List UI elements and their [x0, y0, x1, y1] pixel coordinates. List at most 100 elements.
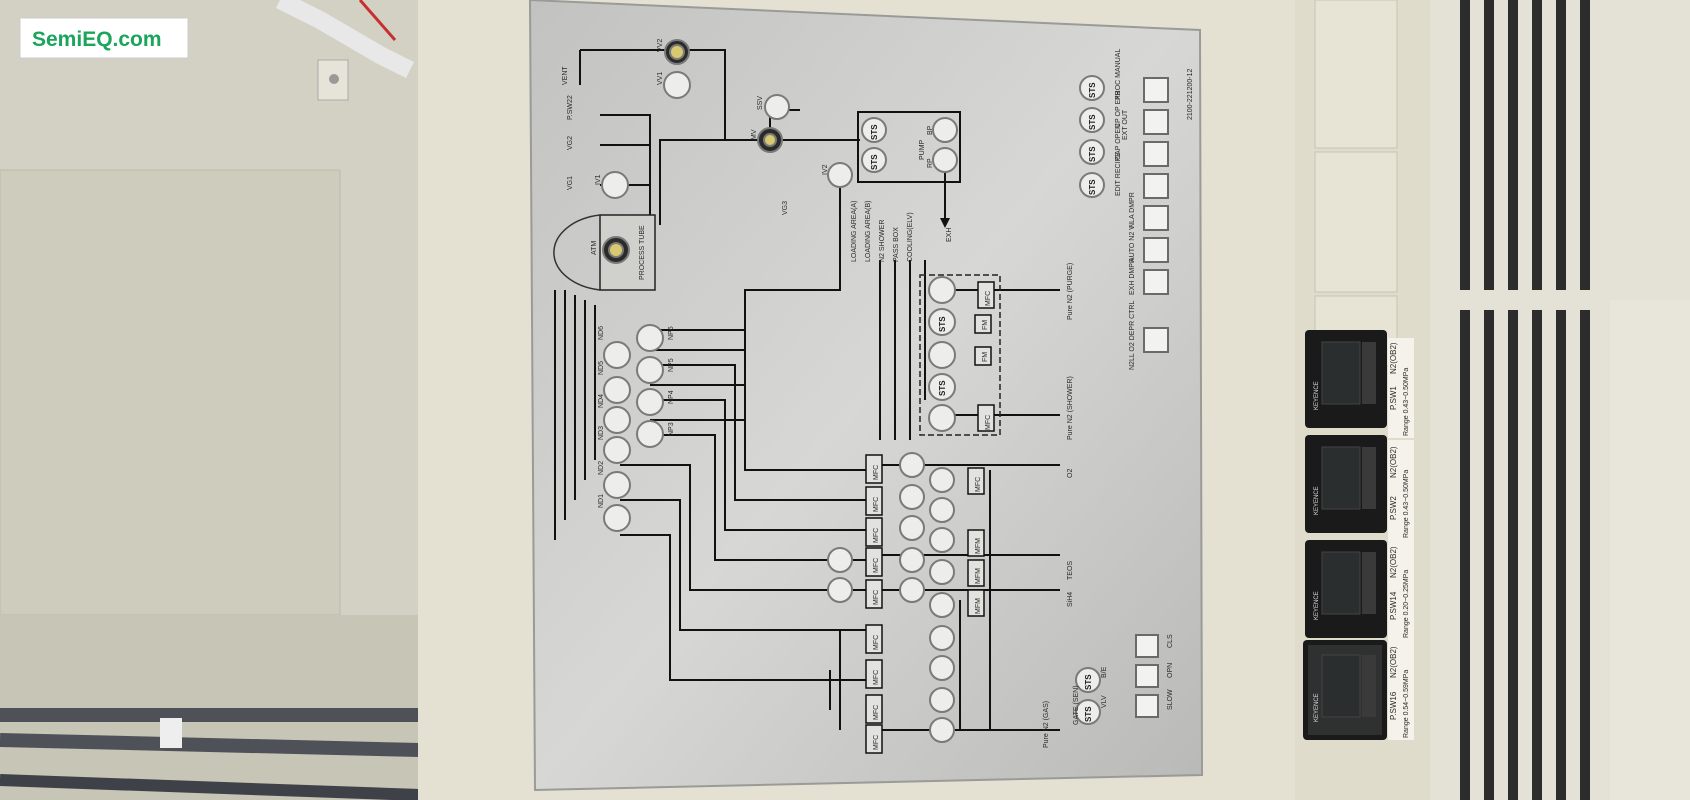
label-mfm-1: MFM: [975, 538, 982, 554]
label-vent: VENT: [562, 66, 569, 85]
label-proc-manual: PROC MANUAL: [1115, 49, 1122, 100]
label-process-tube: PROCESS TUBE: [639, 225, 646, 280]
label-ext-out: EXT OUT: [1122, 109, 1129, 140]
label-vv1: VV1: [657, 72, 664, 85]
label-part-number: 2100-221200-12: [1187, 69, 1194, 120]
sts-label-3: STS: [938, 316, 947, 332]
sts-label-10: STS: [1084, 706, 1093, 722]
watermark-text: SemiEQ.com: [32, 28, 162, 51]
cable-gray-2: [0, 733, 421, 757]
label-mfc-r1: MFC: [975, 477, 982, 492]
label-cls: CLS: [1167, 634, 1174, 648]
label-mfm-2: MFM: [975, 568, 982, 584]
sts-label-2: STS: [870, 154, 879, 170]
label-sih4: SiH4: [1067, 592, 1074, 607]
label-exh: EXH: [946, 228, 953, 242]
label-o2: O2: [1067, 469, 1074, 478]
label-loading-b: LOADING AREA(B): [865, 201, 872, 262]
psw1-gas: N2(OB2): [1389, 342, 1398, 374]
sts-label-7: STS: [1088, 146, 1097, 162]
psw2-title: P.SW2: [1389, 496, 1398, 520]
cable-gray-3: [0, 774, 421, 800]
mfc-boxes: [865, 281, 995, 754]
psw1-range: Range 0.43~0.50MPa: [1403, 368, 1410, 436]
psw4-gas: N2(OB2): [1389, 646, 1398, 678]
label-rp: RP: [927, 158, 934, 168]
square-buttons: [1135, 77, 1169, 718]
process-tube-dome: [553, 214, 601, 291]
right-panel-a: [1314, 0, 1398, 149]
label-iv1: IV1: [595, 174, 602, 185]
sts-label-1: STS: [870, 124, 879, 140]
brand-label-3: KEYENCE: [1314, 591, 1320, 620]
psw2-gas: N2(OB2): [1389, 446, 1398, 478]
label-gate: GATE (SEN): [1073, 685, 1080, 725]
label-bp: BP: [927, 125, 934, 135]
brand-label-4: KEYENCE: [1314, 693, 1320, 722]
pressure-switch-3: KEYENCE P.SW14 N2(OB2) Range 0.20~0.25MP…: [1305, 540, 1414, 640]
psw3-gas: N2(OB2): [1389, 546, 1398, 578]
label-pure-n2-gas: Pure N2 (GAS): [1043, 701, 1050, 748]
label-np3: NP3: [668, 422, 675, 436]
cabinet-door: [0, 169, 341, 616]
panel-labels: VENT VV2 VV1 P.SW22 VG2 VG1 IV1 SSV MV I…: [562, 39, 1194, 750]
sts-label-5: STS: [1088, 82, 1097, 98]
label-vg2: VG2: [567, 136, 574, 150]
label-slow: SLOW: [1167, 689, 1174, 710]
label-nd1: ND1: [598, 494, 605, 508]
label-mv: MV: [751, 129, 758, 140]
purge-box: [919, 274, 1001, 436]
pressure-switch-4: KEYENCE P.SW16 N2(OB2) Range 0.54~0.59MP…: [1303, 640, 1414, 740]
label-cp-op-exb: CP OP EXB: [1115, 90, 1122, 128]
sts-label-6: STS: [1088, 114, 1097, 130]
sts-label-8: STS: [1088, 179, 1097, 195]
label-np6: NP6: [668, 326, 675, 340]
label-np4: NP4: [668, 390, 675, 404]
label-cooling: COOLING(ELV): [907, 212, 914, 262]
label-be: B/E: [1101, 666, 1108, 678]
label-opn: OPN: [1167, 663, 1174, 678]
psw1-title: P.SW1: [1389, 386, 1398, 410]
label-mfc-p2: MFC: [985, 415, 992, 430]
label-mfc-8: MFC: [873, 705, 880, 720]
label-mfc-5: MFC: [873, 590, 880, 605]
label-fm-1: FM: [982, 320, 989, 330]
cable-tie: [160, 718, 182, 748]
label-np5: NP5: [668, 358, 675, 372]
label-mfm-3: MFM: [975, 598, 982, 614]
label-auto-n2v: AUTO N2 V: [1129, 225, 1136, 262]
cabinet-base: [0, 615, 420, 800]
label-nd5: ND5: [598, 361, 605, 375]
label-ssv: SSV: [757, 96, 764, 110]
label-pass-box: PASS BOX: [893, 227, 900, 262]
label-iv2: IV2: [822, 164, 829, 175]
label-pure-n2-shower: Pure N2 (SHOWER): [1067, 376, 1074, 440]
label-mfc-2: MFC: [873, 497, 880, 512]
label-psw22: P.SW22: [567, 95, 574, 120]
pump-box: [857, 111, 961, 183]
label-mfc-3: MFC: [873, 528, 880, 543]
label-n2-shower: N2 SHOWER: [879, 220, 886, 262]
label-mfc-9: MFC: [873, 735, 880, 750]
red-wire: [358, 0, 397, 41]
screw-icon: [329, 74, 339, 84]
label-nd4: ND4: [598, 394, 605, 408]
label-n2ll: N2LL O2 DEPR CTRL: [1129, 301, 1136, 370]
watermark-box: [19, 17, 189, 59]
label-nd2: ND2: [598, 461, 605, 475]
psw4-range: Range 0.54~0.59MPa: [1403, 670, 1410, 738]
label-cap-open: CAP OPEN: [1115, 124, 1122, 160]
label-nd3: ND3: [598, 426, 605, 440]
pressure-switch-1: KEYENCE P.SW1 N2(OB2) Range 0.43~0.50MPa: [1305, 330, 1414, 438]
psw3-title: P.SW14: [1389, 591, 1398, 620]
label-vg3: VG3: [782, 201, 789, 215]
label-loading-a: LOADING AREA(A): [851, 201, 858, 262]
brand-label-2: KEYENCE: [1314, 486, 1320, 515]
psw4-title: P.SW16: [1389, 691, 1398, 720]
label-pure-n2-purge: Pure N2 (PURGE): [1067, 263, 1074, 320]
label-nla-dmpr: NLA DMPR: [1129, 192, 1136, 228]
label-pump: PUMP: [919, 139, 926, 160]
sts-label-9: STS: [1084, 674, 1093, 690]
